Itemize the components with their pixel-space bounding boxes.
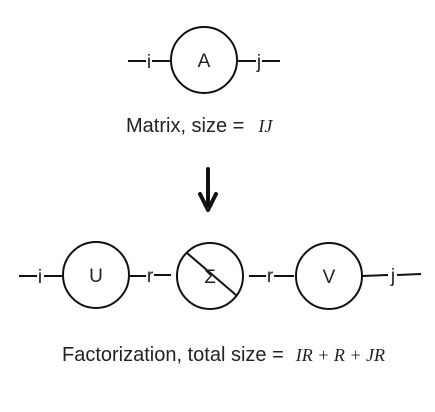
edge-j-inner bbox=[361, 274, 389, 277]
factor-node-sigma-label: Σ bbox=[204, 267, 216, 288]
matrix-node-label: A bbox=[198, 51, 211, 72]
edge-j-outer bbox=[396, 273, 422, 276]
factor-node-v-label: V bbox=[323, 267, 336, 288]
matrix-group: i A j bbox=[128, 26, 280, 94]
factor-index-r2-label: r bbox=[267, 266, 274, 287]
factor-node-u-label: U bbox=[89, 266, 103, 287]
matrix-caption-label: Matrix, size = bbox=[126, 115, 244, 137]
factorization-caption: Factorization, total size = IR + R + JR bbox=[62, 344, 385, 366]
diagonal-marker bbox=[186, 252, 237, 296]
index-i-label: i bbox=[147, 52, 151, 73]
factor-index-j-label: j bbox=[390, 266, 395, 287]
factor-index-r1-label: r bbox=[147, 266, 154, 287]
factorization-group: i U r Σ r V j bbox=[19, 241, 422, 310]
down-arrow-icon bbox=[198, 167, 218, 212]
matrix-caption: Matrix, size = IJ bbox=[126, 115, 273, 137]
factorization-caption-math: IR + R + JR bbox=[295, 345, 385, 365]
index-j-label: j bbox=[256, 52, 261, 73]
factorization-caption-label: Factorization, total size = bbox=[62, 344, 284, 366]
factor-index-i-label: i bbox=[38, 267, 42, 288]
matrix-caption-math: IJ bbox=[257, 116, 273, 136]
